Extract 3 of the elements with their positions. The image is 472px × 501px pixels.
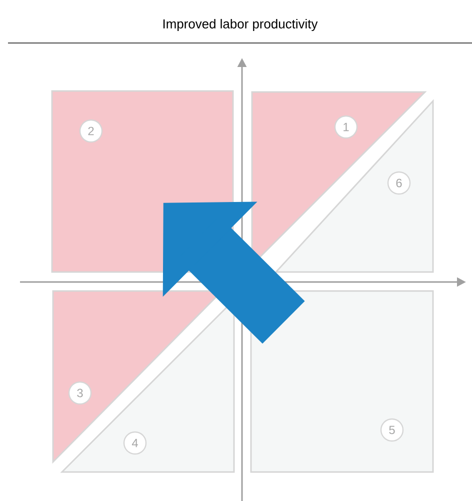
block-arrow	[162, 202, 305, 344]
quadrant-region: 5	[250, 290, 434, 473]
title: Improved labor productivity	[163, 18, 318, 32]
